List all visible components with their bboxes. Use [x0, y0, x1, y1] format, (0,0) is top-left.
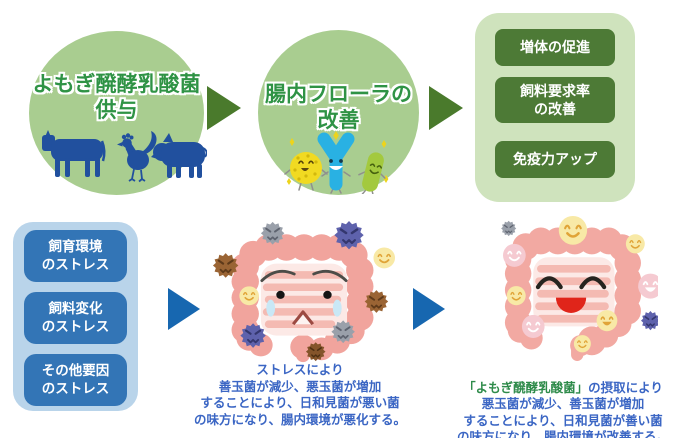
- good-bacterium-icon: [521, 314, 545, 338]
- benefit-box-growth: 増体の促進: [495, 29, 615, 66]
- blue-bifidus-icon: [317, 132, 355, 194]
- flora-circle-line1: 腸内フローラの: [265, 83, 412, 106]
- good-bacterium-icon: [596, 310, 618, 332]
- pig-icon: [151, 133, 207, 178]
- bad-bacterium-icon: [640, 311, 658, 331]
- bad-bacterium-icon: [501, 220, 517, 237]
- benefit-box-immunity: 免疫力アップ: [495, 141, 615, 178]
- flora-characters: [284, 131, 389, 194]
- happy-face: [535, 276, 607, 313]
- good-bacterium-icon: [638, 273, 658, 299]
- bad-bacterium-icon: [364, 290, 389, 313]
- stress-panel: 飼育環境 のストレス 飼料変化 のストレス その他要因 のストレス: [13, 222, 138, 411]
- caption-highlight: 「よもぎ醗酵乳酸菌」: [463, 380, 589, 395]
- flora-circle: 腸内フローラの 改善: [258, 30, 419, 195]
- bad-bacterium-icon: [305, 342, 326, 362]
- flow-arrow-icon: [168, 288, 200, 330]
- green-bacillus-icon: [358, 152, 386, 194]
- intestine-happy-illustration: [501, 215, 658, 361]
- livestock-icons: [42, 130, 207, 183]
- bad-bacterium-icon: [240, 323, 266, 348]
- supply-circle-line1: よもぎ醗酵乳酸菌: [32, 73, 201, 96]
- good-bacterium-icon: [373, 247, 396, 269]
- bad-bacterium-icon: [212, 253, 239, 278]
- supply-circle-label: よもぎ醗酵乳酸菌 供与: [29, 72, 204, 123]
- good-bacterium-icon: [506, 286, 526, 306]
- good-flora-caption: 「よもぎ醗酵乳酸菌」の摂取により 悪玉菌が減少、善玉菌が増加 することにより、日…: [448, 363, 678, 438]
- good-bacterium-icon: [625, 234, 645, 254]
- bad-bacterium-icon: [334, 220, 364, 250]
- good-bacterium-icon: [573, 335, 591, 353]
- bad-bacterium-icon: [331, 320, 355, 344]
- flow-arrow-icon: [207, 86, 241, 130]
- intestine-sad-illustration: [212, 220, 396, 363]
- good-bacterium-icon: [503, 243, 526, 267]
- caption-line1-rest: の摂取により: [588, 380, 663, 395]
- bad-flora-caption: ストレスにより 善玉菌が減少、悪玉菌が増加 することにより、日和見菌が悪い菌 の…: [193, 363, 406, 427]
- flow-arrow-icon: [413, 288, 445, 330]
- stress-box-environment: 飼育環境 のストレス: [24, 230, 127, 282]
- caption-rest: 悪玉菌が減少、善玉菌が増加 することにより、日和見菌が善い菌 の味方になり、腸内…: [456, 397, 669, 438]
- supply-circle-line2: 供与: [95, 98, 138, 122]
- good-bacterium-icon: [239, 286, 259, 306]
- sad-face: [260, 269, 348, 326]
- flora-circle-line2: 改善: [317, 108, 360, 132]
- yellow-coccus-icon: [284, 152, 328, 191]
- flow-arrow-icon: [429, 86, 463, 130]
- bad-bacterium-icon: [260, 221, 285, 245]
- rooster-icon: [117, 131, 157, 183]
- stress-box-other: その他要因 のストレス: [24, 354, 127, 406]
- supply-circle: よもぎ醗酵乳酸菌 供与: [29, 31, 207, 195]
- cow-icon: [42, 130, 106, 177]
- stress-box-feed-change: 飼料変化 のストレス: [24, 292, 127, 344]
- benefit-box-feed-efficiency: 飼料要求率 の改善: [495, 77, 615, 123]
- benefits-panel: 増体の促進 飼料要求率 の改善 免疫力アップ: [475, 13, 635, 202]
- good-bacterium-icon: [558, 215, 588, 245]
- flora-circle-label: 腸内フローラの 改善: [258, 82, 419, 133]
